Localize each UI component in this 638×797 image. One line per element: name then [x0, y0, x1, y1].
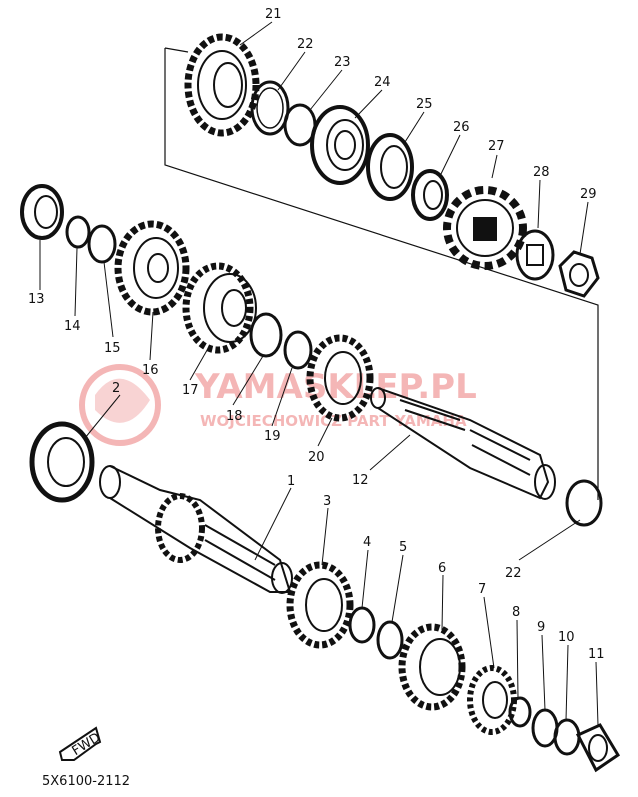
part-20-gear: [306, 334, 374, 422]
part-8-washer: [508, 696, 532, 728]
label-29: 29: [580, 187, 597, 202]
part-18-washer: [249, 312, 283, 358]
label-20: 20: [308, 450, 325, 465]
label-13: 13: [28, 292, 45, 307]
part-28-lock-washer: [515, 229, 555, 281]
label-22: 22: [297, 37, 314, 52]
part-4-washer: [348, 606, 376, 644]
part-11-bearing: [575, 723, 621, 773]
part-3-gear: [286, 561, 354, 649]
label-23: 23: [334, 55, 351, 70]
part-27-sprocket: [443, 186, 527, 270]
label-19: 19: [264, 429, 281, 444]
label-4: 4: [363, 535, 371, 550]
label-26: 26: [453, 120, 470, 135]
part-19-circlip: [283, 330, 313, 370]
label-3: 3: [323, 494, 331, 509]
part-16-gear: [114, 220, 190, 316]
label-15: 15: [104, 341, 121, 356]
label-27: 27: [488, 139, 505, 154]
fwd-arrow-icon: FWD: [58, 726, 103, 761]
watermark-text: YAMASKLEP.PL: [194, 367, 477, 407]
diagram-code: 5X6100-2112: [42, 774, 130, 789]
part-13-bearing: [20, 184, 64, 240]
part-17-gear: [182, 262, 257, 354]
label-16: 16: [142, 363, 159, 378]
part-22-circlip-lower: [565, 479, 603, 527]
label-7: 7: [478, 582, 486, 597]
label-9: 9: [537, 620, 545, 635]
part-1-drive-axle: [99, 465, 293, 594]
part-25-collar: [366, 133, 414, 201]
label-14: 14: [64, 319, 81, 334]
watermark: YAMASKLEP.PL WOJCIECHOWICZ PART YAMAHA: [79, 364, 477, 446]
label-8: 8: [512, 605, 520, 620]
label-25: 25: [416, 97, 433, 112]
label-5: 5: [399, 540, 407, 555]
leader-lines: [39, 21, 599, 726]
label-10: 10: [558, 630, 575, 645]
label-17: 17: [182, 383, 199, 398]
label-11: 11: [588, 647, 605, 662]
label-21: 21: [265, 7, 282, 22]
label-12: 12: [352, 473, 369, 488]
label-2: 2: [112, 381, 120, 396]
part-9-circlip: [531, 708, 559, 748]
part-10-washer: [553, 718, 581, 756]
part-2-bearing: [29, 421, 95, 503]
part-21-gear: [184, 33, 260, 137]
part-29-nut: [558, 250, 600, 298]
label-22-lower: 22: [505, 566, 522, 581]
label-18: 18: [226, 409, 243, 424]
part-15-washer: [87, 224, 117, 264]
part-14-circlip: [65, 215, 91, 249]
label-1: 1: [287, 474, 295, 489]
part-24-bearing: [310, 105, 370, 185]
part-12-main-axle: [370, 387, 556, 500]
part-26-collar: [411, 169, 449, 221]
watermark-subtext: WOJCIECHOWICZ PART YAMAHA: [200, 412, 467, 430]
part-5-circlip: [376, 620, 404, 660]
label-28: 28: [533, 165, 550, 180]
label-6: 6: [438, 561, 446, 576]
bracket-lines: [164, 47, 599, 500]
part-7-gear: [467, 665, 517, 735]
part-labels: 21 22 23 24 25 26 27 28 29 13 14 15 16 1…: [28, 7, 605, 662]
part-22-circlip: [250, 80, 290, 136]
label-24: 24: [374, 75, 391, 90]
part-6-gear: [398, 623, 466, 711]
